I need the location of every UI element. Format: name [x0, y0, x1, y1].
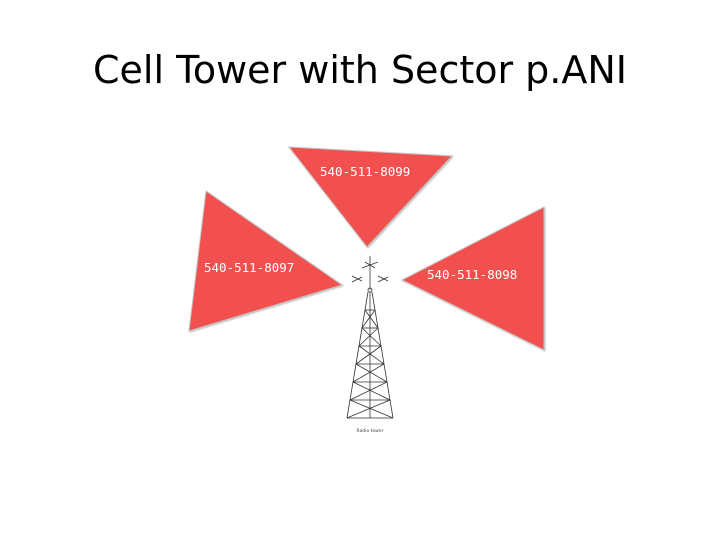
- sector-top-label: 540-511-8099: [320, 164, 410, 179]
- antenna-signal-icon: [351, 256, 389, 293]
- sector-right-label: 540-511-8098: [427, 267, 517, 282]
- sector-right: 540-511-8098: [400, 206, 545, 351]
- slide-title: Cell Tower with Sector p.ANI: [92, 48, 628, 92]
- sector-top-shape: [287, 146, 454, 248]
- sector-left-label: 540-511-8097: [204, 260, 294, 275]
- radio-tower: Radio tower: [346, 256, 394, 434]
- tower-frame: [346, 291, 394, 419]
- sector-left: 540-511-8097: [188, 190, 344, 332]
- sector-right-shape: [400, 206, 545, 351]
- tower-caption: Radio tower: [357, 428, 384, 434]
- sector-left-shape: [188, 190, 344, 332]
- sector-top: 540-511-8099: [287, 146, 454, 248]
